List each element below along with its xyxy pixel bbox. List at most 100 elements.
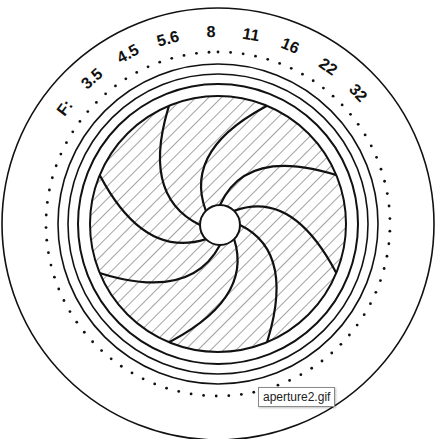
ring-outer: [58, 64, 378, 384]
blade-edge: [220, 166, 345, 205]
scale-dot: [100, 349, 103, 352]
scale-dot: [389, 217, 392, 220]
scale-dot: [383, 180, 386, 183]
scale-dot: [142, 377, 145, 380]
scale-dot: [91, 340, 94, 343]
scale-dot: [379, 279, 382, 282]
blade-edge: [160, 97, 200, 225]
scale-dot: [387, 242, 390, 245]
scale-dot: [45, 239, 48, 242]
scale-dot: [215, 395, 218, 398]
scale-dot: [383, 267, 386, 270]
scale-dot: [386, 255, 389, 258]
file-tooltip: aperture2.gif: [258, 387, 335, 407]
scale-dot: [349, 113, 352, 116]
scale-dot: [114, 85, 117, 88]
f-stop-number: 8: [207, 24, 216, 40]
scale-dot: [369, 302, 372, 305]
scale-dot: [364, 133, 367, 136]
scale-dot: [370, 145, 373, 148]
scale-dot: [312, 79, 315, 82]
scale-dot: [59, 153, 62, 156]
lens-barrel: [2, 8, 434, 439]
scale-dot: [46, 201, 49, 204]
scale-dot: [104, 92, 107, 95]
scale-dot: [63, 299, 66, 302]
scale-dot: [240, 393, 243, 396]
scale-dot: [375, 156, 378, 159]
scale-dots: [45, 51, 392, 398]
scale-dot: [48, 189, 51, 192]
scale-dot: [278, 62, 281, 65]
scale-dot: [131, 372, 134, 375]
scale-dot: [55, 164, 58, 167]
scale-dot: [50, 264, 53, 267]
ring-inner: [78, 84, 358, 364]
blade-edge: [234, 206, 340, 281]
scale-dot: [79, 120, 82, 123]
scale-dot: [86, 110, 89, 113]
scale-dot: [299, 373, 302, 376]
aperture-opening: [200, 205, 240, 245]
scale-dot: [330, 352, 333, 355]
scale-dot: [357, 123, 360, 126]
scale-dot: [288, 379, 291, 382]
scale-dot: [388, 205, 391, 208]
scale-dot: [266, 58, 269, 61]
scale-dot: [322, 87, 325, 90]
scale-dot: [47, 251, 50, 254]
scale-dot: [321, 360, 324, 363]
aperture-blades: [91, 97, 345, 351]
scale-dot: [202, 394, 205, 397]
scale-dot: [254, 55, 257, 58]
scale-dot: [170, 57, 173, 60]
scale-dot: [135, 71, 138, 74]
scale-dot: [45, 226, 48, 229]
scale-dot: [242, 52, 245, 55]
scale-dot: [65, 141, 68, 144]
scale-dot: [51, 176, 54, 179]
blade-edge: [91, 245, 220, 282]
scale-dot: [183, 54, 186, 57]
scale-dot: [348, 334, 351, 337]
scale-dot: [208, 51, 211, 54]
scale-dot: [363, 313, 366, 316]
scale-dot: [339, 343, 342, 346]
scale-dot: [69, 310, 72, 313]
f-stop-number: 11: [242, 26, 261, 45]
scale-dot: [227, 394, 230, 397]
scale-dot: [190, 392, 193, 395]
scale-dot: [165, 387, 168, 390]
scale-dot: [195, 52, 198, 55]
blade-disk: [90, 96, 346, 352]
blade-edge: [96, 167, 206, 243]
scale-dot: [53, 276, 56, 279]
scale-dot: [110, 357, 113, 360]
scale-dot: [158, 61, 161, 64]
scale-dot: [229, 51, 232, 54]
scale-dot: [83, 331, 86, 334]
scale-dot: [374, 291, 377, 294]
scale-dot: [153, 383, 156, 386]
blade-edge: [201, 102, 275, 211]
scale-dot: [75, 321, 78, 324]
blade-edge: [240, 225, 277, 351]
scale-dot: [147, 65, 150, 68]
scale-dot: [124, 77, 127, 80]
scale-dot: [57, 288, 60, 291]
scale-dot: [356, 324, 359, 327]
scale-dot: [388, 230, 391, 233]
scale-dot: [341, 104, 344, 107]
scale-dot: [120, 365, 123, 368]
scale-dot: [45, 214, 48, 217]
scale-dot: [71, 130, 74, 133]
scale-dot: [95, 101, 98, 104]
scale-dot: [252, 391, 255, 394]
scale-dot: [290, 67, 293, 70]
blade-edge: [161, 239, 238, 346]
scale-dot: [310, 367, 313, 370]
ring-middle: [68, 74, 368, 374]
scale-dot: [301, 73, 304, 76]
scale-dot: [380, 168, 383, 171]
